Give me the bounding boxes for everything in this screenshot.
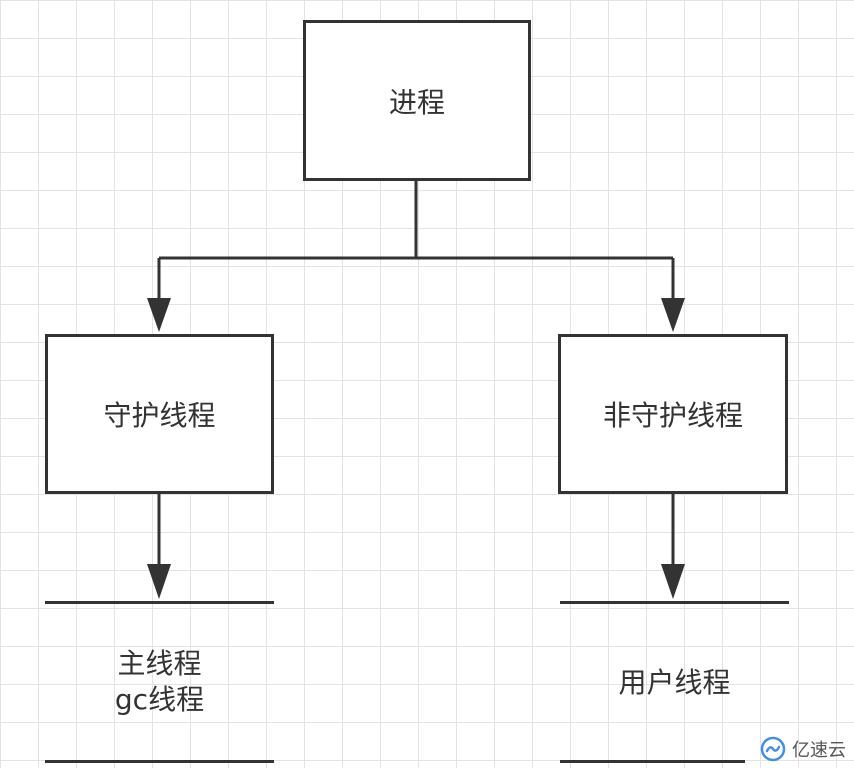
user-thread-label: 用户线程 <box>618 666 731 699</box>
non-daemon-thread-node-label: 非守护线程 <box>602 399 743 432</box>
left-store-bottom-line <box>45 760 274 763</box>
right-branch-arrowhead <box>661 298 685 332</box>
left-branch-arrowhead <box>147 298 171 332</box>
main-thread-label: 主线程 <box>117 647 202 680</box>
watermark-text: 亿速云 <box>792 740 846 760</box>
daemon-children-store: 主线程 gc线程 <box>45 646 274 718</box>
right-store-top-line <box>560 601 789 604</box>
left-store-top-line <box>45 601 274 604</box>
process-node: 进程 <box>303 20 531 181</box>
daemon-thread-node-label: 守护线程 <box>103 399 216 432</box>
right-store-arrowhead <box>661 564 685 599</box>
daemon-thread-node: 守护线程 <box>45 334 274 494</box>
process-node-label: 进程 <box>388 85 445 119</box>
watermark: 亿速云 <box>760 736 846 762</box>
left-store-arrowhead <box>147 564 171 599</box>
gc-thread-label: gc线程 <box>114 683 205 716</box>
right-store-bottom-line <box>560 760 745 763</box>
non-daemon-thread-node: 非守护线程 <box>558 334 788 494</box>
non-daemon-children-store: 用户线程 <box>560 665 789 701</box>
cloud-logo-icon <box>760 736 786 762</box>
